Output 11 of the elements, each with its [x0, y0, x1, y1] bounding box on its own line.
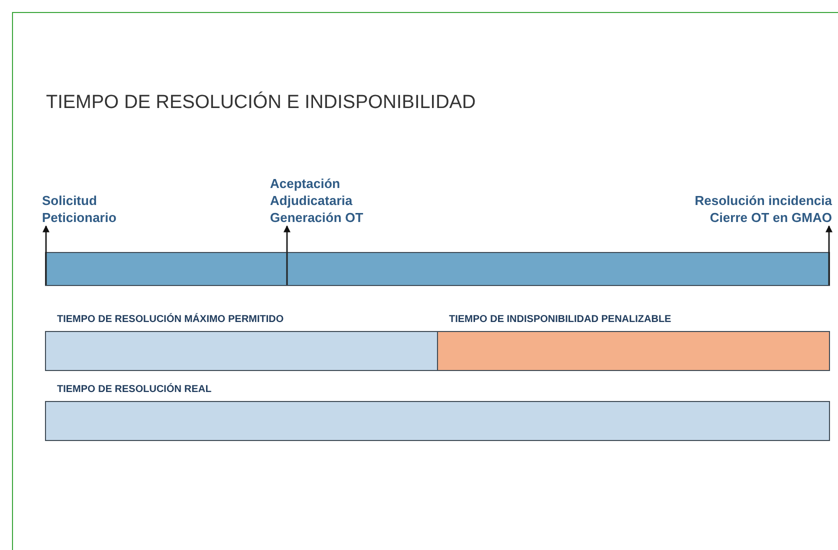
milestone-label: Resolución incidencia Cierre OT en GMAO [694, 192, 832, 226]
arrow [42, 225, 50, 285]
band-heading: TIEMPO DE RESOLUCIÓN MÁXIMO PERMITIDO [56, 313, 285, 327]
arrow [826, 225, 832, 285]
arrow [284, 225, 290, 285]
band-heading: TIEMPO DE RESOLUCIÓN REAL [56, 383, 212, 397]
diagram-title: TIEMPO DE RESOLUCIÓN E INDISPONIBILIDAD [46, 92, 476, 114]
timeline-bar [45, 252, 830, 286]
band-heading: TIEMPO DE INDISPONIBILIDAD PENALIZABLE [448, 313, 672, 327]
milestone-label: Solicitud Peticionario [42, 192, 118, 226]
milestone-label: Aceptación Adjudicataria Generación OT [270, 175, 364, 226]
